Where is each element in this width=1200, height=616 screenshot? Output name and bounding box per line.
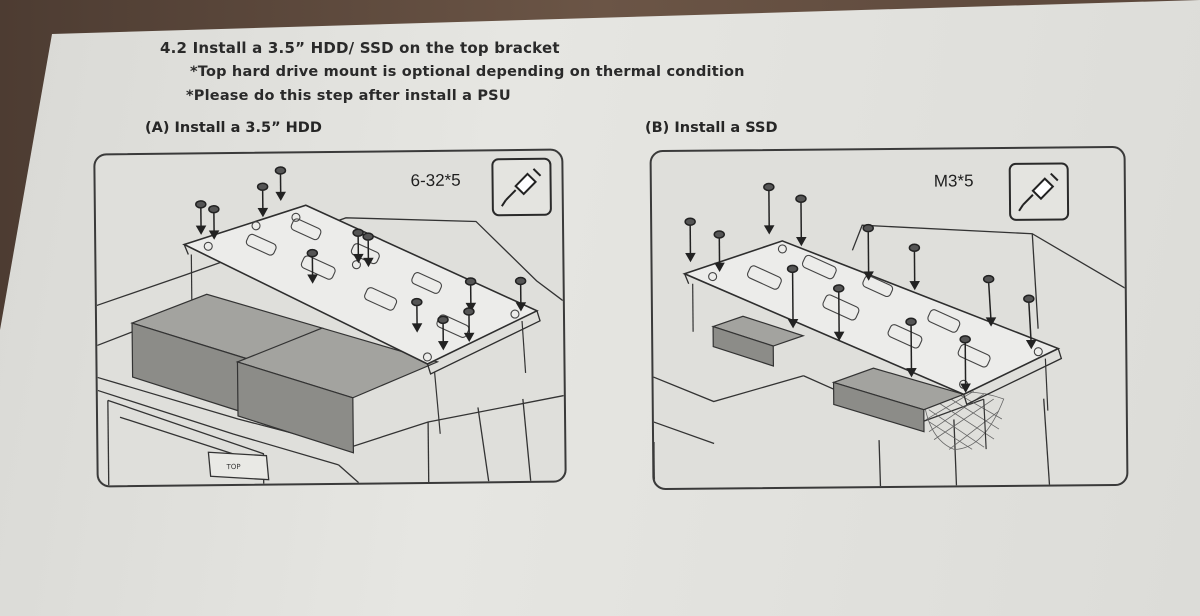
screw-b6 [908,243,921,291]
screw-b9 [905,317,917,378]
screw-b11 [982,274,997,327]
ssd-drive-left-front [712,325,775,367]
screw-b2 [713,230,726,272]
top-label: TOP [226,463,241,471]
screw-a10 [411,297,423,333]
ssd-diagram-panel: M3*5 [649,145,1129,491]
hdd-screw-spec: 6-32*5 [410,170,461,191]
label-install-ssd: (B) Install a SSD [645,120,778,136]
screw-a1 [195,200,207,235]
screw-a5 [306,248,319,284]
hdd-illustration: TOP [96,166,564,486]
screw-a4 [274,166,287,202]
ssd-screwdriver-box [1008,162,1070,221]
hdd-drive-right-front [236,361,355,454]
screw-a7 [362,232,374,268]
screwdriver-icon [1018,172,1059,212]
ssd-drive-right-front [832,381,925,433]
note-thermal: *Top hard drive mount is optional depend… [190,64,745,80]
hdd-screwdriver-box [491,157,552,217]
screw-a9 [514,276,527,312]
screw-b5 [862,223,874,281]
screw-a3 [256,182,269,218]
screw-a6 [352,228,364,264]
hdd-diagram-panel: TOP [93,148,567,488]
screw-b12 [1023,294,1037,350]
screw-a12 [463,307,475,343]
note-psu: *Please do this step after install a PSU [186,88,511,104]
screw-b1 [684,217,696,263]
ssd-illustration [653,182,1126,489]
screw-b4 [795,194,807,247]
screw-b10 [959,335,971,393]
screw-a2 [208,204,220,240]
screwdriver-icon [501,168,542,207]
section-heading: 4.2 Install a 3.5” HDD/ SSD on the top b… [160,39,560,57]
screw-b7 [786,264,799,329]
screw-a8 [464,277,477,313]
screw-b8 [832,284,845,341]
label-install-hdd: (A) Install a 3.5” HDD [145,120,322,136]
screw-a11 [437,315,449,351]
screw-b3 [763,182,775,235]
ssd-screw-spec: M3*5 [933,171,974,191]
